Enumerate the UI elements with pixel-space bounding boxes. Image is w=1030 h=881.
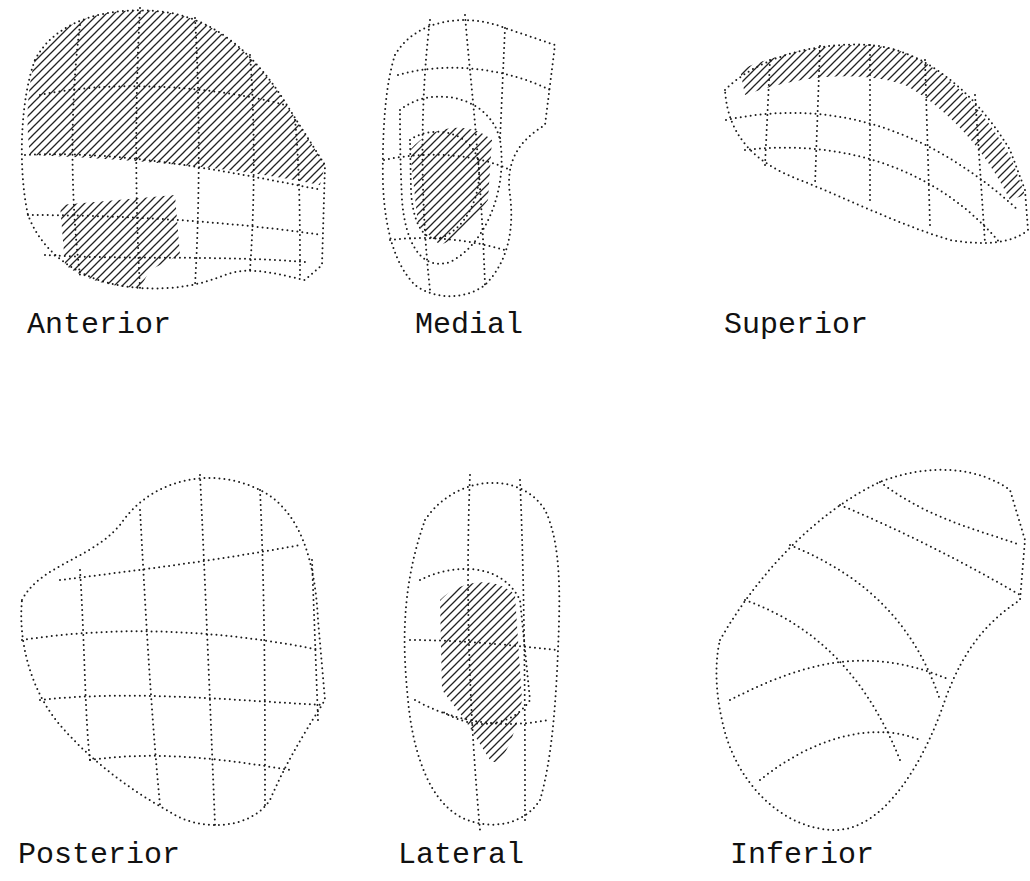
superior-view	[725, 45, 1028, 243]
hatched-area	[60, 195, 180, 288]
wireframe-line	[28, 215, 322, 235]
wireframe-line	[840, 505, 1020, 595]
hatched-area	[28, 10, 325, 185]
lateral-view	[405, 475, 560, 830]
view-label: Medial	[415, 310, 523, 340]
wireframe-line	[260, 490, 265, 805]
wireframe-line	[295, 120, 300, 275]
wireframe-line	[40, 696, 322, 705]
inferior-view	[716, 470, 1025, 830]
wireframe-line	[40, 86, 285, 105]
wireframe-line	[195, 18, 199, 285]
wireframe-line	[925, 60, 930, 225]
wireframe-line	[22, 631, 320, 650]
wireframe-line	[745, 148, 1000, 243]
hatched-area	[740, 45, 1025, 200]
wireframe-line	[398, 68, 550, 90]
view-label: Superior	[724, 310, 868, 340]
medial-view	[383, 15, 555, 296]
wireframe-line	[22, 10, 325, 288]
hatched-area	[440, 582, 522, 762]
wireframe-line	[815, 46, 820, 185]
wireframe-line	[790, 545, 940, 700]
wireframe-line	[520, 480, 525, 820]
wireframe-line	[765, 60, 770, 165]
wireframe-line	[45, 255, 305, 262]
wireframe-line	[250, 55, 254, 270]
wireframe-line	[468, 475, 480, 830]
wireframe-line	[90, 756, 290, 770]
wireframe-line	[405, 483, 560, 825]
wireframe-line	[726, 113, 1018, 210]
wireframe-line	[869, 45, 871, 205]
wireframe-line	[136, 8, 140, 288]
wireframe-line	[745, 600, 900, 760]
view-label: Anterior	[27, 310, 171, 340]
wireframe-line	[420, 569, 530, 724]
wireframe-line	[25, 154, 322, 190]
view-label: Inferior	[730, 840, 874, 870]
wireframe-line	[140, 510, 160, 805]
anterior-view	[22, 8, 325, 288]
wireframe-line	[730, 661, 950, 700]
wireframe-line	[384, 155, 510, 170]
wireframe-line	[880, 482, 1020, 545]
wireframe-line	[760, 732, 920, 780]
posterior-view	[21, 475, 325, 825]
wireframe-line	[500, 28, 505, 140]
wireframe-line	[410, 132, 479, 239]
view-label: Lateral	[398, 840, 524, 870]
wireframe-line	[80, 570, 90, 760]
wireframe-line	[390, 238, 505, 250]
wireframe-line	[415, 700, 548, 724]
view-label: Posterior	[18, 840, 180, 870]
wireframe-line	[312, 560, 318, 720]
wireframe-line	[73, 25, 81, 275]
wireframe-line	[60, 545, 300, 580]
wireframe-line	[410, 640, 558, 650]
wireframe-line	[975, 95, 985, 243]
wireframe-line	[383, 20, 555, 296]
wireframe-line	[465, 15, 485, 285]
wireframe-line	[716, 470, 1025, 830]
wireframe-line	[21, 478, 325, 825]
wireframe-line	[725, 45, 1028, 243]
wireframe-line	[200, 475, 215, 825]
